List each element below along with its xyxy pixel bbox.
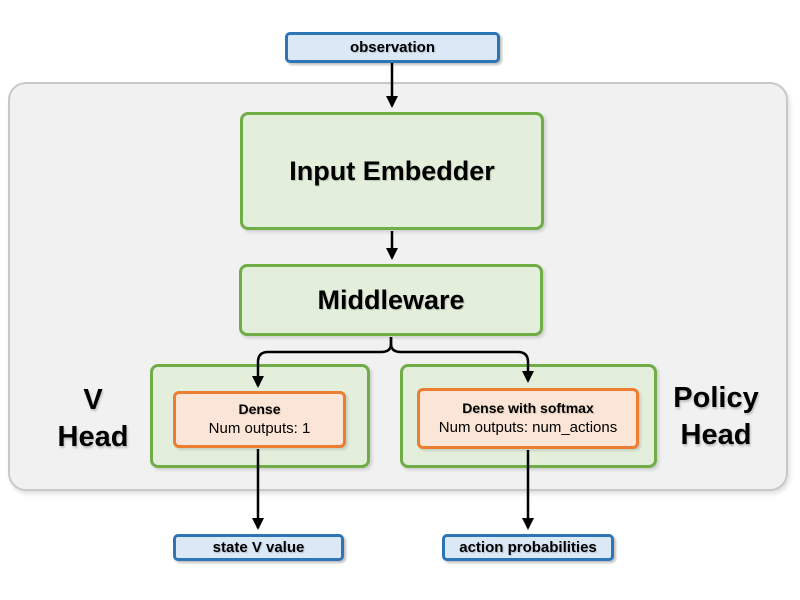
observation-box: observation (285, 32, 500, 63)
v-dense-box: Dense Num outputs: 1 (173, 391, 346, 448)
v-head-label: V Head (57, 384, 129, 453)
policy-dense-box: Dense with softmax Num outputs: num_acti… (417, 388, 639, 449)
action-probabilities-label: action probabilities (459, 539, 597, 556)
v-dense-outputs: Num outputs: 1 (208, 419, 311, 437)
middleware-label: Middleware (317, 284, 465, 315)
middleware-box: Middleware (239, 264, 543, 336)
state-v-value-label: state V value (212, 539, 305, 556)
policy-head-label: Policy Head (673, 382, 759, 451)
state-v-value-box: state V value (173, 534, 344, 561)
policy-dense-outputs: Num outputs: num_actions (438, 418, 618, 436)
observation-label: observation (349, 39, 436, 56)
input-embedder-label: Input Embedder (289, 155, 495, 186)
policy-dense-title: Dense with softmax (462, 399, 594, 416)
action-probabilities-box: action probabilities (442, 534, 614, 561)
v-dense-title: Dense (238, 400, 281, 417)
input-embedder-box: Input Embedder (240, 112, 544, 230)
